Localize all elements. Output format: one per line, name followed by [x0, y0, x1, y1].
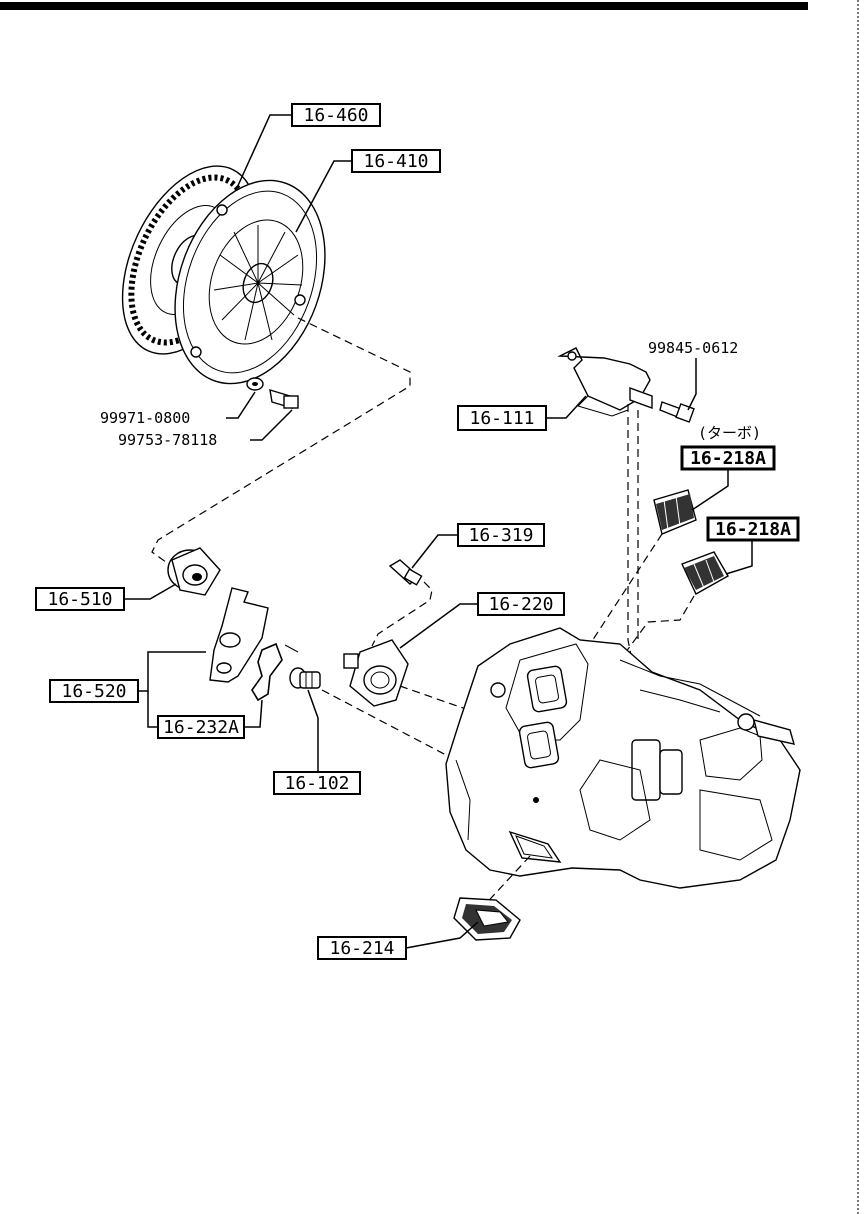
cover-plate-drawing	[343, 639, 409, 707]
leader-16-102	[307, 689, 319, 772]
spring-clip-drawing	[251, 642, 299, 702]
svg-text:16-111: 16-111	[469, 408, 534, 429]
transmission-case-drawing	[445, 627, 801, 889]
svg-text:16-220: 16-220	[488, 594, 553, 615]
svg-text:16-319: 16-319	[468, 525, 533, 546]
callout-16-520: 16-520	[49, 679, 139, 703]
callout-16-319: 16-319	[457, 523, 545, 547]
svg-text:16-520: 16-520	[61, 681, 126, 702]
service-plug-a-drawing	[653, 489, 697, 535]
svg-text:16-218A: 16-218A	[690, 448, 766, 469]
callout-16-218A-b: 16-218A	[706, 516, 800, 542]
callout-16-102: 16-102	[273, 771, 361, 795]
leader-16-232A	[147, 691, 158, 728]
bracket-bolt-drawing	[659, 401, 695, 423]
callout-16-214: 16-214	[317, 936, 407, 960]
leader-99753-78118	[250, 409, 293, 441]
turbo-note: (ターボ)	[698, 424, 761, 442]
callout-16-232A: 16-232A	[157, 715, 245, 739]
leader-16-111	[546, 395, 587, 419]
svg-text:16-218A: 16-218A	[715, 519, 791, 540]
callout-16-510: 16-510	[35, 587, 125, 611]
svg-text:16-460: 16-460	[303, 105, 368, 126]
release-bearing-drawing	[167, 547, 221, 596]
leader-16-214	[405, 921, 479, 949]
svg-text:16-410: 16-410	[363, 151, 428, 172]
washer-drawing	[246, 377, 264, 391]
dash-cover-to-bearing	[151, 317, 411, 566]
part-number-99845-0612: 99845-0612	[648, 339, 738, 357]
svg-text:16-102: 16-102	[284, 773, 349, 794]
pivot-bolt-drawing	[289, 667, 321, 689]
callout-16-410: 16-410	[351, 149, 441, 173]
part-number-99753-78118: 99753-78118	[118, 431, 217, 449]
part-number-99971-0800: 99971-0800	[100, 409, 190, 427]
svg-text:16-232A: 16-232A	[163, 717, 239, 738]
bolt-drawing	[269, 389, 299, 409]
clutch-cover-drawing	[174, 179, 326, 385]
release-fork-drawing	[209, 587, 269, 683]
leader-16-220	[399, 603, 478, 649]
stud-bolt-drawing	[388, 559, 423, 586]
callout-16-111: 16-111	[457, 405, 547, 431]
leader-99845-0612	[687, 358, 697, 411]
svg-text:16-214: 16-214	[329, 938, 394, 959]
leader-16-410	[295, 160, 352, 233]
callout-16-220: 16-220	[477, 592, 565, 616]
leader-16-232A-b	[244, 699, 263, 728]
callout-16-460: 16-460	[291, 103, 381, 127]
leader-16-460	[235, 114, 292, 191]
leader-99971-0800	[226, 391, 256, 419]
bracket-drawing	[557, 347, 653, 417]
dash-plug-b-to-case	[619, 595, 695, 661]
top-border-bar	[0, 2, 808, 10]
leader-16-218A-b	[725, 540, 753, 575]
dash-bracket-to-case	[627, 404, 637, 681]
dash-stud-to-plate	[371, 581, 433, 647]
leader-16-218A-a	[691, 470, 729, 511]
svg-text:16-510: 16-510	[47, 589, 112, 610]
service-plug-b-drawing	[681, 551, 729, 595]
leader-16-520	[138, 651, 206, 692]
leader-16-510	[124, 583, 177, 600]
callout-16-218A-a: 16-218A	[680, 445, 776, 471]
leader-16-319	[411, 534, 460, 569]
